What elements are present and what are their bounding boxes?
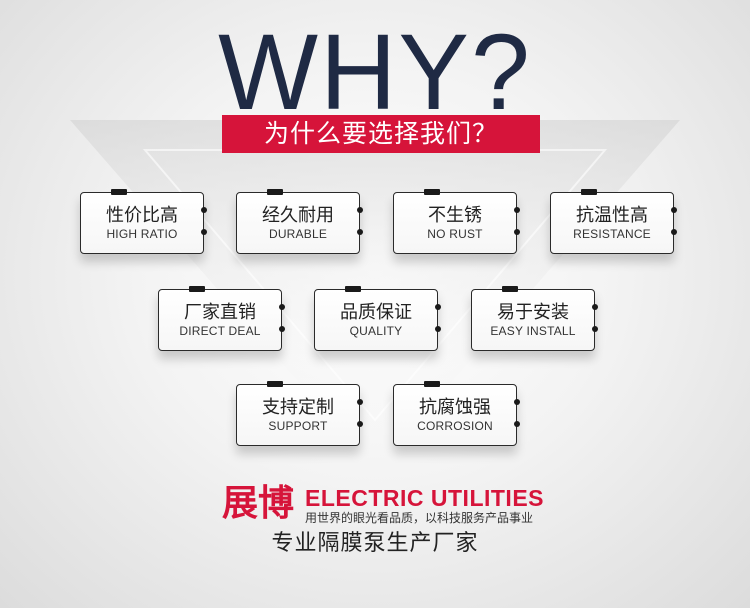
feature-card-resistance: 抗温性高 RESISTANCE: [550, 189, 677, 254]
feature-card-high-ratio: 性价比高 HIGH RATIO: [80, 189, 207, 254]
card-dot-decor: [514, 421, 520, 427]
feature-en-label: QUALITY: [349, 324, 403, 338]
card-dot-decor: [592, 304, 598, 310]
feature-cn-label: 性价比高: [106, 205, 178, 226]
card-dot-decor: [357, 229, 363, 235]
feature-en-label: RESISTANCE: [573, 227, 651, 241]
brand-slogan: 用世界的眼光看品质，以科技服务产品事业: [305, 511, 534, 525]
feature-cn-label: 品质保证: [340, 302, 412, 323]
card-tab-decor: [267, 189, 283, 195]
feature-card-support: 支持定制 SUPPORT: [236, 381, 363, 446]
feature-cn-label: 抗腐蚀强: [419, 397, 491, 418]
card-tab-decor: [502, 286, 518, 292]
feature-cn-label: 抗温性高: [576, 205, 648, 226]
card-dot-decor: [435, 304, 441, 310]
card-tab-decor: [111, 189, 127, 195]
card-dot-decor: [514, 207, 520, 213]
card-tab-decor: [267, 381, 283, 387]
card-dot-decor: [514, 399, 520, 405]
feature-cn-label: 不生锈: [428, 205, 482, 226]
feature-en-label: DURABLE: [268, 227, 328, 241]
brand-tagline: 专业隔膜泵生产厂家: [271, 531, 479, 556]
brand-name-cn: 展博: [222, 483, 295, 524]
feature-en-label: DIRECT DEAL: [179, 324, 261, 338]
subtitle-banner: 为什么要选择我们？: [222, 115, 540, 153]
card-dot-decor: [592, 326, 598, 332]
feature-en-label: NO RUST: [427, 227, 483, 241]
card-tab-decor: [189, 286, 205, 292]
feature-cn-label: 厂家直销: [184, 302, 256, 323]
why-title: WHY?: [218, 11, 532, 132]
feature-card-corrosion: 抗腐蚀强 CORROSION: [393, 381, 520, 446]
brand-name-en: ELECTRIC UTILITIES: [305, 485, 544, 511]
card-dot-decor: [357, 207, 363, 213]
card-dot-decor: [279, 304, 285, 310]
card-tab-decor: [581, 189, 597, 195]
card-dot-decor: [357, 421, 363, 427]
feature-cn-label: 支持定制: [262, 397, 334, 418]
card-dot-decor: [201, 229, 207, 235]
feature-en-label: SUPPORT: [268, 419, 328, 433]
feature-card-direct-deal: 厂家直销 DIRECT DEAL: [158, 286, 285, 351]
feature-card-durable: 经久耐用 DURABLE: [236, 189, 363, 254]
card-tab-decor: [424, 189, 440, 195]
feature-en-label: HIGH RATIO: [106, 227, 178, 241]
card-dot-decor: [671, 229, 677, 235]
feature-card-easy-install: 易于安装 EASY INSTALL: [471, 286, 598, 351]
feature-en-label: EASY INSTALL: [490, 324, 576, 338]
card-dot-decor: [357, 399, 363, 405]
card-dot-decor: [279, 326, 285, 332]
card-tab-decor: [345, 286, 361, 292]
feature-cn-label: 易于安装: [497, 302, 569, 323]
feature-cn-label: 经久耐用: [262, 205, 334, 226]
card-tab-decor: [424, 381, 440, 387]
card-dot-decor: [435, 326, 441, 332]
feature-card-no-rust: 不生锈 NO RUST: [393, 189, 520, 254]
card-dot-decor: [201, 207, 207, 213]
card-dot-decor: [671, 207, 677, 213]
card-dot-decor: [514, 229, 520, 235]
feature-card-quality: 品质保证 QUALITY: [314, 286, 441, 351]
feature-en-label: CORROSION: [417, 419, 493, 433]
